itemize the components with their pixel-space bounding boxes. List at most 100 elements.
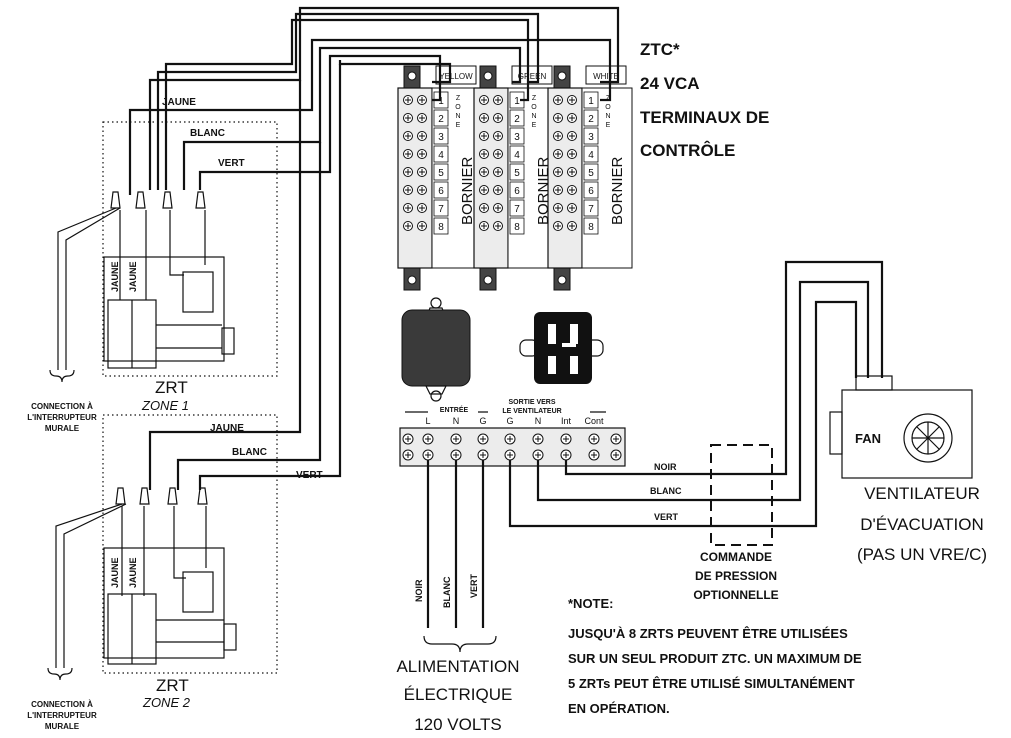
zone2-wall-3: MURALE bbox=[45, 722, 80, 731]
fan-wire-black: NOIR bbox=[654, 462, 677, 472]
terminal-number: 8 bbox=[514, 222, 520, 233]
input-label: ENTRÉE bbox=[440, 405, 469, 414]
terminal-number: 4 bbox=[514, 150, 520, 161]
block-color-label-1: YELLOW bbox=[439, 72, 473, 81]
zone-letter: Z bbox=[606, 95, 611, 102]
pressure-label-3: OPTIONNELLE bbox=[693, 588, 778, 602]
zone-letter: O bbox=[605, 104, 611, 111]
terminal-number: 5 bbox=[438, 168, 444, 179]
terminal-number: 8 bbox=[588, 222, 594, 233]
pressure-label-1: COMMANDE bbox=[700, 550, 772, 564]
supply-label-2: ÉLECTRIQUE bbox=[404, 685, 513, 704]
zone1-wire-green: VERT bbox=[218, 158, 245, 169]
zone-letter: N bbox=[455, 113, 460, 120]
fan-wire-green: VERT bbox=[654, 512, 679, 522]
zone-1: JAUNE BLANC VERT JAUNE JAUNE ZRT ZONE 1 … bbox=[27, 97, 278, 433]
ztc-title-1: ZTC* bbox=[640, 40, 680, 59]
terminal-number: 8 bbox=[438, 222, 444, 233]
zone1-wall-3: MURALE bbox=[45, 424, 80, 433]
strip-term-label: L bbox=[425, 416, 430, 426]
zone-letter: N bbox=[605, 113, 610, 120]
zone1-wire-white: BLANC bbox=[190, 128, 225, 139]
terminal-number: 6 bbox=[588, 186, 594, 197]
zone2-wall-1: CONNECTION À bbox=[31, 700, 93, 709]
fan-box-label: FAN bbox=[855, 431, 881, 446]
terminal-number: 4 bbox=[588, 150, 594, 161]
zone-2: JAUNE BLANC VERT JAUNE JAUNE ZRT ZONE 2 … bbox=[27, 414, 323, 731]
ztc-title-4: CONTRÔLE bbox=[640, 141, 735, 160]
terminal-number: 7 bbox=[438, 204, 444, 215]
zone2-title: ZRT bbox=[156, 676, 189, 695]
zone-letter: O bbox=[531, 104, 537, 111]
zone1-inner-label-a: JAUNE bbox=[110, 261, 120, 292]
zone-letter: E bbox=[456, 122, 461, 129]
strip-term-label: N bbox=[535, 416, 542, 426]
zone-wires bbox=[128, 6, 620, 490]
terminal-number: 7 bbox=[588, 204, 594, 215]
output-label-1: SORTIE VERS bbox=[508, 399, 555, 406]
strip-term-label: N bbox=[453, 416, 460, 426]
fan-label-1: VENTILATEUR bbox=[864, 484, 980, 503]
zone2-inner-label-a: JAUNE bbox=[110, 557, 120, 588]
terminal-number: 1 bbox=[588, 96, 594, 107]
ztc-title: ZTC* 24 VCA TERMINAUX DE CONTRÔLE bbox=[640, 40, 769, 160]
zone2-inner-label-b: JAUNE bbox=[128, 557, 138, 588]
transformer bbox=[401, 297, 471, 402]
note-line-4: EN OPÉRATION. bbox=[568, 701, 670, 716]
output-label-2: LE VENTILATEUR bbox=[502, 408, 561, 415]
zone2-wire-white: BLANC bbox=[232, 447, 267, 458]
zone2-subtitle: ZONE 2 bbox=[142, 695, 191, 710]
terminal-number: 1 bbox=[438, 96, 444, 107]
zone2-wall-2: L'INTERRUPTEUR bbox=[27, 711, 97, 720]
zone-letter: E bbox=[532, 122, 537, 129]
zone1-title: ZRT bbox=[155, 378, 188, 397]
terminal-number: 5 bbox=[588, 168, 594, 179]
note-line-2: SUR UN SEUL PRODUIT ZTC. UN MAXIMUM DE bbox=[568, 651, 862, 666]
note-title: *NOTE: bbox=[568, 596, 614, 611]
block-color-label-3: WHITE bbox=[593, 72, 619, 81]
block-color-label-2: GREEN bbox=[518, 72, 547, 81]
note-line-3: 5 ZRTs PEUT ÊTRE UTILISÉ SIMULTANÉMENT bbox=[568, 676, 855, 691]
bornier-label-3: BORNIER bbox=[609, 156, 626, 225]
ztc-title-3: TERMINAUX DE bbox=[640, 108, 769, 127]
supply-wire-green: VERT bbox=[469, 573, 479, 598]
strip-term-label: G bbox=[479, 416, 486, 426]
terminal-number: 6 bbox=[514, 186, 520, 197]
terminal-number: 7 bbox=[514, 204, 520, 215]
zone1-wire-yellow: JAUNE bbox=[162, 97, 196, 108]
fan-wire-white: BLANC bbox=[650, 486, 682, 496]
terminal-number: 5 bbox=[514, 168, 520, 179]
fan-label-2: D'ÉVACUATION bbox=[860, 515, 984, 534]
terminal-number: 2 bbox=[438, 114, 444, 125]
terminal-number: 2 bbox=[514, 114, 520, 125]
terminal-number: 4 bbox=[438, 150, 444, 161]
strip-term-label: G bbox=[506, 416, 513, 426]
zone1-inner-label-b: JAUNE bbox=[128, 261, 138, 292]
ztc-title-2: 24 VCA bbox=[640, 74, 700, 93]
pressure-label-2: DE PRESSION bbox=[695, 569, 777, 583]
bornier-label-1: BORNIER bbox=[459, 156, 476, 225]
fan-wires: NOIR BLANC VERT bbox=[508, 260, 884, 528]
zone1-wall-2: L'INTERRUPTEUR bbox=[27, 413, 97, 422]
supply: NOIR BLANC VERT ALIMENTATION ÉLECTRIQUE … bbox=[396, 460, 520, 734]
zone-letter: N bbox=[531, 113, 536, 120]
zone2-wire-yellow: JAUNE bbox=[210, 423, 244, 434]
terminal-number: 2 bbox=[588, 114, 594, 125]
terminal-number: 3 bbox=[438, 132, 444, 143]
supply-wire-white: BLANC bbox=[442, 576, 452, 608]
relay bbox=[519, 312, 604, 384]
terminal-blocks: YELLOW12345678ZONEBORNIERGREEN12345678ZO… bbox=[397, 65, 633, 291]
zone2-wire-green: VERT bbox=[296, 470, 323, 481]
strip-term-label: Cont bbox=[584, 416, 604, 426]
zone-letter: Z bbox=[532, 95, 537, 102]
zone-letter: Z bbox=[456, 95, 461, 102]
terminal-number: 3 bbox=[588, 132, 594, 143]
zone1-wall-1: CONNECTION À bbox=[31, 402, 93, 411]
note-line-1: JUSQU'À 8 ZRTS PEUVENT ÊTRE UTILISÉES bbox=[568, 626, 848, 641]
supply-label-1: ALIMENTATION bbox=[396, 657, 519, 676]
terminal-number: 6 bbox=[438, 186, 444, 197]
